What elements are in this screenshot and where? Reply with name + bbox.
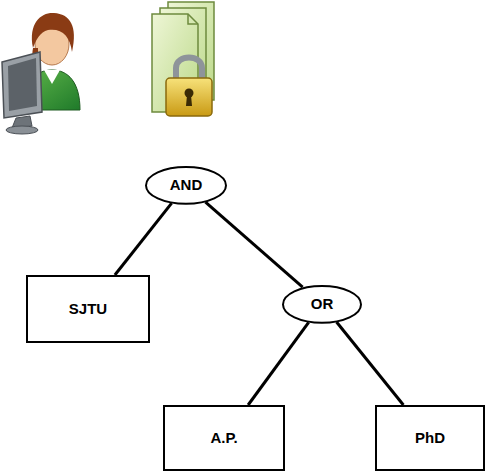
and-gate-ellipse: AND: [145, 166, 227, 205]
connector-line: [205, 202, 302, 287]
tree-connector: [248, 322, 309, 405]
attribute-box: PhD: [375, 405, 485, 471]
tree-connector: [205, 202, 302, 287]
connector-line: [115, 203, 172, 275]
tree-connector: [115, 203, 172, 275]
node-label: SJTU: [69, 301, 107, 318]
node-label: OR: [311, 296, 334, 313]
connector-line: [337, 322, 404, 405]
node-label: A.P.: [210, 430, 237, 447]
or-gate-ellipse: OR: [282, 285, 362, 324]
connector-line: [248, 322, 309, 405]
computer-monitor: [2, 52, 42, 134]
attribute-box: SJTU: [26, 275, 150, 343]
node-label: AND: [170, 177, 203, 194]
attribute-box: A.P.: [163, 405, 285, 471]
tree-connector: [337, 322, 404, 405]
node-label: PhD: [415, 430, 445, 447]
padlock-icon: [166, 58, 212, 117]
